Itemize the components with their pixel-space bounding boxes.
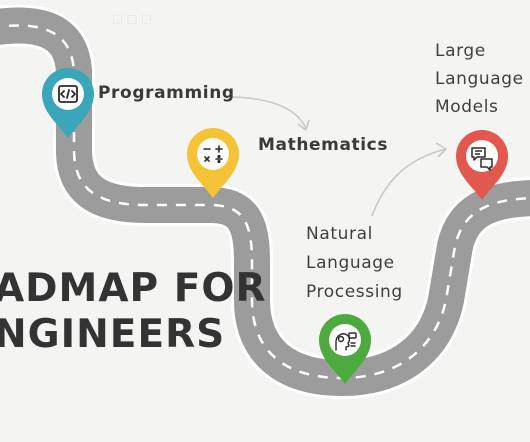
- arrow-programming-to-mathematics: [231, 96, 307, 129]
- chat-bubbles-icon: [471, 147, 493, 171]
- label-llm-line-1: Large: [435, 41, 486, 61]
- label-mathematics: Mathematics: [258, 135, 389, 155]
- label-llm-line-2: Language: [435, 69, 524, 89]
- title-line-2: NGINEERS: [0, 312, 226, 357]
- label-nlp-line-2: Language: [306, 253, 395, 273]
- watermark: ☐ ☐ ☐: [112, 13, 152, 27]
- label-nlp-line-3: Processing: [306, 282, 403, 302]
- label-nlp-line-1: Natural: [306, 224, 373, 244]
- title-line-1: ADMAP FOR: [0, 266, 267, 311]
- label-llm-line-3: Models: [435, 97, 499, 117]
- arrow-nlp-to-llm: [371, 148, 447, 217]
- pin-mathematics: [187, 128, 239, 198]
- math-operators-icon: [203, 145, 223, 164]
- pin-llm: [456, 130, 508, 200]
- pin-nlp: [319, 314, 371, 384]
- connector-arrows: [231, 96, 447, 217]
- label-programming: Programming: [98, 83, 235, 103]
- pin-programming: [42, 68, 94, 138]
- speaking-head-icon: [335, 332, 357, 351]
- code-brackets-icon: [58, 85, 78, 103]
